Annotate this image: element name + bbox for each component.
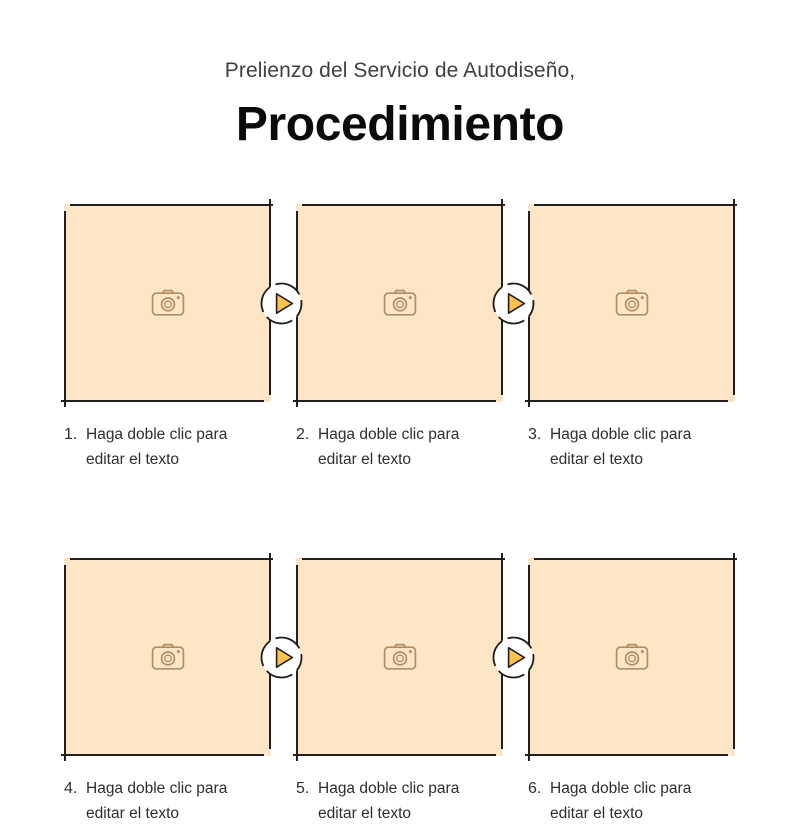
play-connector-5-6[interactable] — [492, 636, 535, 679]
camera-icon-wrap-3 — [528, 204, 735, 402]
step-text-6[interactable]: Haga doble clic para editar el texto — [550, 780, 692, 823]
play-arrow-icon — [260, 282, 303, 325]
frame-edge-top — [70, 204, 273, 206]
play-connector-1-2[interactable] — [260, 282, 303, 325]
step-number-2: 2. — [296, 426, 310, 443]
slide-canvas: Prelienzo del Servicio de Autodiseño, Pr… — [0, 58, 800, 823]
step-caption-6: 6. Haga doble clic para editar el texto — [528, 776, 735, 826]
frame-edge-top — [302, 558, 505, 561]
camera-icon-wrap-2 — [296, 204, 503, 402]
slide-title[interactable]: Procedimiento — [235, 98, 565, 152]
step-text-3[interactable]: Haga doble clic para editar el texto — [550, 426, 692, 469]
camera-icon-wrap-4 — [64, 558, 271, 756]
step-caption-4: 4. Haga doble clic para editar el texto — [64, 776, 271, 826]
play-arrow-icon — [492, 636, 535, 679]
step-text-1[interactable]: Haga doble clic para editar el texto — [86, 426, 228, 469]
steps-grid: 1. Haga doble clic para editar el texto — [61, 199, 737, 826]
image-placeholder-3[interactable] — [525, 199, 737, 407]
step-5: 5. Haga doble clic para editar el texto — [293, 553, 505, 826]
camera-icon — [383, 643, 416, 670]
play-connector-2-3[interactable] — [492, 282, 535, 325]
image-placeholder-6[interactable] — [525, 553, 737, 762]
step-text-2[interactable]: Haga doble clic para editar el texto — [318, 426, 460, 469]
frame-edge-left — [64, 565, 66, 762]
frame-edge-right — [733, 553, 735, 750]
frame-edge-top — [534, 558, 737, 561]
image-placeholder-2[interactable] — [293, 199, 505, 407]
frame-edge-top — [70, 558, 273, 561]
camera-icon — [151, 289, 184, 316]
frame-edge-bottom — [293, 754, 496, 757]
frame-edge-bottom — [61, 754, 264, 757]
frame-edge-bottom — [61, 400, 264, 402]
image-placeholder-1[interactable] — [61, 199, 273, 407]
step-6: 6. Haga doble clic para editar el texto — [525, 553, 737, 826]
step-text-4[interactable]: Haga doble clic para editar el texto — [86, 780, 228, 823]
frame-edge-bottom — [293, 400, 496, 402]
step-caption-5: 5. Haga doble clic para editar el texto — [296, 776, 503, 826]
camera-icon — [615, 289, 648, 316]
frame-edge-right — [733, 199, 735, 395]
frame-edge-top — [534, 204, 737, 206]
step-1: 1. Haga doble clic para editar el texto — [61, 199, 273, 472]
camera-icon-wrap-5 — [296, 558, 503, 756]
frame-edge-top — [302, 204, 505, 206]
step-number-3: 3. — [528, 426, 542, 443]
camera-icon-wrap-6 — [528, 558, 735, 756]
step-number-5: 5. — [296, 780, 310, 798]
step-caption-1: 1. Haga doble clic para editar el texto — [64, 422, 271, 472]
slide-header: Prelienzo del Servicio de Autodiseño, Pr… — [0, 58, 800, 152]
step-3: 3. Haga doble clic para editar el texto — [525, 199, 737, 472]
slide-subtitle[interactable]: Prelienzo del Servicio de Autodiseño, — [224, 59, 576, 82]
step-number-1: 1. — [64, 426, 78, 443]
frame-edge-bottom — [525, 400, 728, 402]
image-placeholder-5[interactable] — [293, 553, 505, 762]
step-caption-2: 2. Haga doble clic para editar el texto — [296, 422, 503, 472]
camera-icon — [383, 289, 416, 316]
step-number-6: 6. — [528, 780, 542, 798]
camera-icon — [615, 643, 648, 670]
step-2: 2. Haga doble clic para editar el texto — [293, 199, 505, 472]
step-number-4: 4. — [64, 780, 78, 798]
play-arrow-icon — [492, 282, 535, 325]
camera-icon — [151, 643, 184, 670]
steps-row-2: 4. Haga doble clic para editar el texto — [61, 553, 737, 826]
image-placeholder-4[interactable] — [61, 553, 273, 762]
step-text-5[interactable]: Haga doble clic para editar el texto — [318, 780, 460, 823]
frame-edge-bottom — [525, 754, 728, 757]
play-arrow-icon — [260, 636, 303, 679]
frame-edge-left — [64, 211, 66, 407]
play-connector-4-5[interactable] — [260, 636, 303, 679]
step-4: 4. Haga doble clic para editar el texto — [61, 553, 273, 826]
camera-icon-wrap-1 — [64, 204, 271, 402]
steps-row-1: 1. Haga doble clic para editar el texto — [61, 199, 737, 472]
step-caption-3: 3. Haga doble clic para editar el texto — [528, 422, 735, 472]
